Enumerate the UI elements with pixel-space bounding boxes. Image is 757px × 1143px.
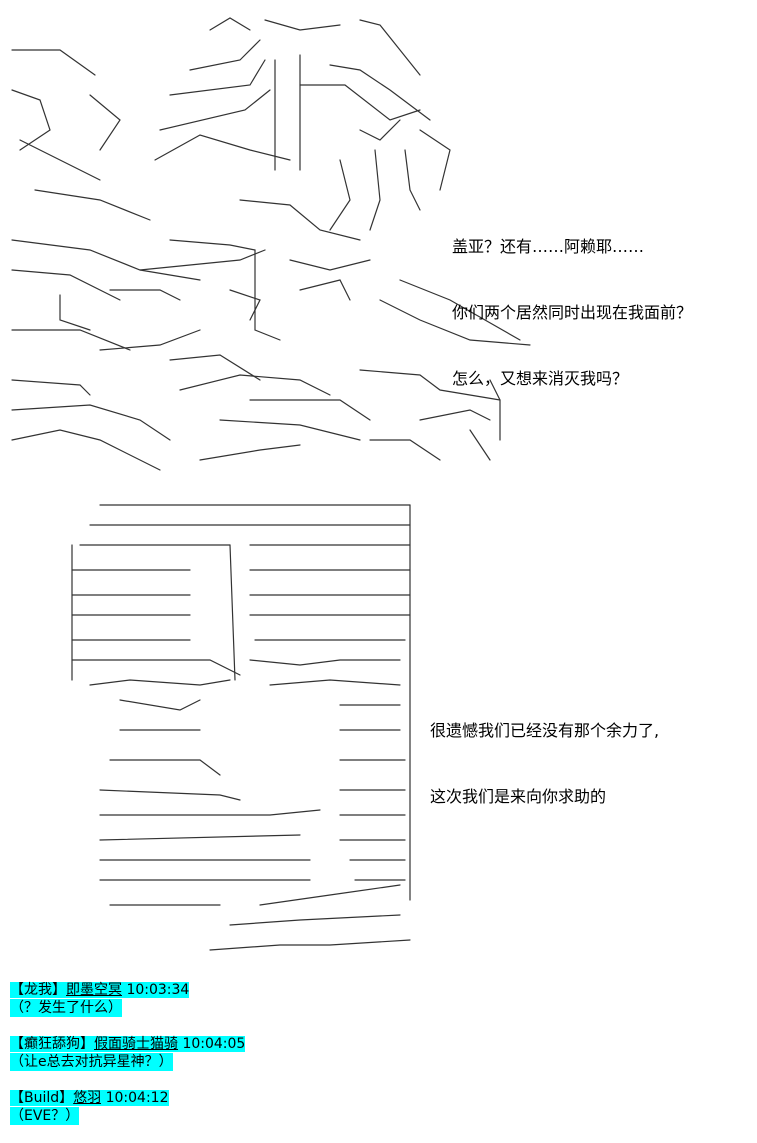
speech-bubble-1: 盖亚？还有……阿赖耶…… 你们两个居然同时出现在我面前？ 怎么，又想来消灭我吗？ [452,192,692,412]
chat-timestamp: 10:04:05 [182,1036,246,1052]
ascii-art-illustration [11,17,531,951]
chat-message: （让e总去对抗异星神？） [10,1053,173,1071]
chat-space [178,1036,183,1052]
speech-bubble-2: 很遗憾我们已经没有那个余力了, 这次我们是来向你求助的 [430,676,659,830]
ascii-art-drawing [11,17,531,951]
chat-tag: 龙我 [24,982,52,998]
chat-entry: 【龙我】即墨空冥 10:03:34 （？发生了什么） [10,981,245,1017]
chat-username[interactable]: 即墨空冥 [66,982,122,998]
chat-tag-open: 【 [10,1090,24,1106]
speech-line: 怎么，又想来消灭我吗？ [452,369,629,388]
chat-header: 【癫狂舔狗】假面骑士猫骑 10:04:05 [10,1035,246,1053]
chat-tag-open: 【 [10,1036,24,1052]
speech-line: 盖亚？还有……阿赖耶…… [452,237,645,256]
chat-header: 【龙我】即墨空冥 10:03:34 [10,981,245,999]
chat-username[interactable]: 悠羽 [73,1090,102,1106]
chat-tag-open: 【 [10,982,24,998]
chat-header: 【Build】悠羽 10:04:12 [10,1089,245,1107]
chat-entry: 【癫狂舔狗】假面骑士猫骑 10:04:05 （让e总去对抗异星神？） [10,1035,246,1071]
chat-tag: Build [24,1090,60,1106]
chat-space [101,1090,106,1106]
chat-message: （？发生了什么） [10,999,122,1017]
chat-message: （EVE？） [10,1107,80,1125]
chat-tag-close: 】 [59,1090,74,1106]
speech-line: 这次我们是来向你求助的 [430,787,607,806]
chat-tag-close: 】 [52,982,66,998]
speech-line: 很遗憾我们已经没有那个余力了, [430,721,660,740]
chat-timestamp: 10:04:12 [105,1090,169,1106]
chat-space [122,982,127,998]
chat-entry: 【Build】悠羽 10:04:12 （EVE？） [10,1089,245,1125]
chat-tag-close: 】 [80,1036,94,1052]
chat-timestamp: 10:03:34 [126,982,190,998]
speech-line: 你们两个居然同时出现在我面前？ [452,303,693,322]
chat-username[interactable]: 假面骑士猫骑 [94,1036,178,1052]
chat-log: 【龙我】即墨空冥 10:03:34 （？发生了什么） 【癫狂舔狗】假面骑士猫骑 … [10,981,246,1143]
chat-tag: 癫狂舔狗 [24,1036,80,1052]
